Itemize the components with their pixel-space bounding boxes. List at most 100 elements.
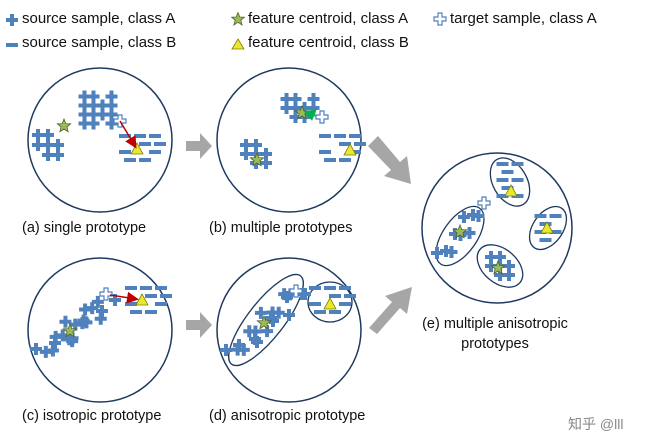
source-sample-class-a (463, 227, 476, 239)
panel-a-circle (27, 67, 173, 213)
class-b-ellipse (307, 281, 353, 323)
source-sample-class-a (78, 99, 91, 112)
caption-c: (c) isotropic prototype (22, 408, 162, 424)
source-sample-class-b (309, 302, 321, 306)
plus-icon (6, 14, 18, 26)
source-sample-class-a (237, 343, 250, 356)
source-sample-class-a (261, 325, 274, 338)
triangle-icon (231, 38, 245, 50)
caption-a: (a) single prototype (22, 220, 147, 236)
source-sample-class-a (233, 339, 245, 351)
legend-centroid-class-b: feature centroid, class B (248, 34, 409, 51)
source-sample-class-a (96, 99, 109, 112)
source-sample-class-a (42, 149, 54, 161)
source-sample-class-a (440, 245, 452, 257)
source-sample-class-a (467, 209, 479, 221)
source-sample-class-a (281, 291, 293, 303)
source-sample-class-a (503, 269, 515, 281)
source-sample-class-a (63, 333, 76, 346)
source-sample-class-a (105, 108, 118, 121)
source-sample-class-a (289, 93, 302, 105)
source-sample-class-b (155, 302, 167, 306)
flow-arrow-b-to-e (368, 136, 411, 184)
source-sample-class-a (77, 314, 90, 327)
target-sample-class-a (289, 284, 303, 298)
source-sample-class-a (307, 93, 320, 105)
green-arrow-b (303, 109, 317, 121)
source-sample-class-a (249, 325, 262, 338)
centroid-class-b (323, 297, 337, 310)
source-sample-class-a (280, 93, 293, 105)
panel-b-circle (216, 67, 362, 213)
source-sample-class-a (249, 333, 261, 345)
caption-e: (e) multiple anisotropic prototypes (410, 314, 580, 354)
class-a-ellipse-left (435, 205, 485, 267)
source-sample-class-b (309, 286, 321, 290)
source-sample-class-a (494, 269, 506, 281)
panel-c-circle (27, 257, 173, 403)
dash-icon (6, 43, 18, 47)
source-sample-class-a (485, 251, 497, 263)
source-sample-class-b (501, 170, 514, 174)
target-sample-class-a (99, 287, 113, 301)
source-sample-class-b (534, 214, 547, 218)
source-sample-class-b (349, 150, 361, 154)
source-sample-class-a (240, 148, 252, 160)
caption-d: (d) anisotropic prototype (209, 408, 366, 424)
hollow-plus-icon (433, 12, 447, 26)
centroid-class-b (135, 293, 149, 306)
source-sample-class-b (539, 238, 552, 242)
source-sample-class-b (324, 286, 336, 290)
source-sample-class-b (324, 158, 336, 162)
source-sample-class-a (298, 102, 311, 114)
legend-source-class-b: source sample, class B (22, 34, 177, 51)
source-sample-class-a (78, 108, 91, 121)
source-sample-class-a (87, 117, 100, 130)
source-sample-class-a (32, 129, 44, 141)
source-sample-class-a (86, 302, 99, 315)
centroid-class-a (56, 117, 72, 133)
source-sample-class-b (119, 134, 131, 138)
source-sample-class-a (42, 129, 54, 141)
centroid-class-a (62, 322, 78, 338)
watermark: 知乎 @lll (568, 416, 624, 432)
source-sample-class-a (96, 305, 108, 317)
source-sample-class-a (78, 117, 91, 130)
source-sample-class-b (319, 134, 331, 138)
source-sample-class-b (139, 142, 151, 146)
centroid-class-a (490, 259, 506, 275)
source-sample-class-a (250, 139, 262, 151)
source-sample-class-a (52, 139, 64, 151)
source-sample-class-a (46, 344, 59, 357)
source-sample-class-b (119, 150, 131, 154)
source-sample-class-b (149, 134, 161, 138)
source-sample-class-a (39, 345, 52, 358)
source-sample-class-b (124, 158, 136, 162)
centroid-class-a (256, 314, 272, 330)
source-sample-class-a (250, 148, 262, 160)
source-sample-class-a (87, 90, 100, 103)
source-sample-class-a (105, 117, 118, 130)
source-sample-class-a (105, 90, 118, 103)
source-sample-class-a (69, 318, 82, 331)
source-sample-class-a (289, 111, 302, 123)
source-sample-class-a (449, 228, 461, 240)
caption-b: (b) multiple prototypes (209, 220, 353, 236)
source-sample-class-a (307, 102, 320, 114)
source-sample-class-a (96, 108, 109, 121)
source-sample-class-b (501, 186, 514, 190)
source-sample-class-b (344, 294, 356, 298)
source-sample-class-a (278, 288, 291, 301)
source-sample-class-a (240, 139, 252, 151)
source-sample-class-a (32, 139, 44, 151)
source-sample-class-b (354, 142, 366, 146)
source-sample-class-a (42, 139, 54, 151)
source-sample-class-b (314, 310, 326, 314)
source-sample-class-b (154, 142, 166, 146)
source-sample-class-a (458, 211, 470, 223)
caption-e-line2: prototypes (461, 336, 529, 352)
source-sample-class-b (534, 230, 547, 234)
flow-arrow-c-to-d (186, 312, 212, 338)
source-sample-class-b (160, 294, 172, 298)
source-sample-class-a (79, 303, 92, 316)
